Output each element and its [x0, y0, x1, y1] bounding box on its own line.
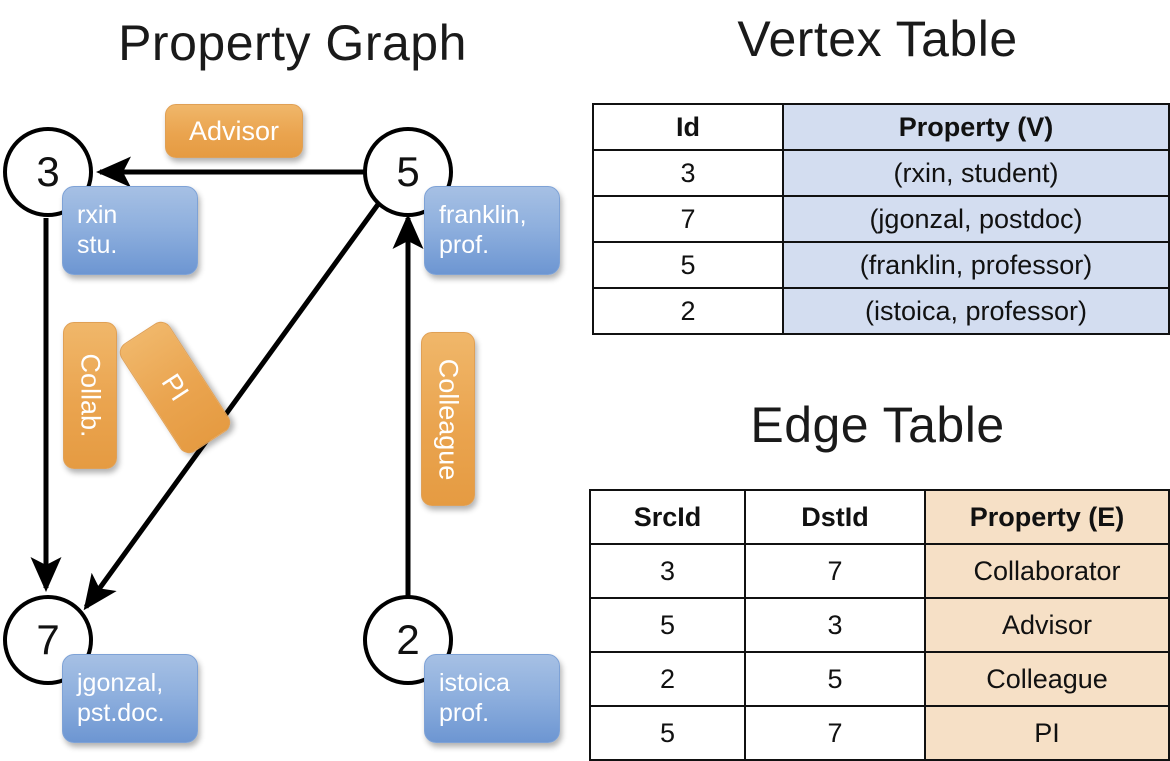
edge-cell-srcid: 2	[589, 651, 746, 707]
graph-node-5[interactable]: 5	[363, 127, 453, 217]
graph-edges-svg	[30, 156, 424, 611]
graph-node-5-label: 5	[396, 148, 420, 195]
table-row: 3 (rxin, student)	[592, 149, 1170, 197]
edge-table-header-srcid: SrcId	[589, 489, 746, 545]
page-title-vertex-table: Vertex Table	[737, 11, 1018, 67]
node-7-property-line1: jgonzal,	[77, 669, 164, 697]
graph-node-2[interactable]: 2	[363, 595, 453, 685]
vertex-table: Id Property (V) 3 (rxin, student) 7 (jgo…	[592, 103, 1170, 335]
vertex-cell-property: (rxin, student)	[782, 149, 1170, 197]
vertex-table-header-property: Property (V)	[782, 103, 1170, 151]
edge-5-to-7-pi	[83, 201, 382, 611]
edge-cell-srcid: 3	[589, 543, 746, 599]
edge-label-collaborator-text: Collab.	[75, 353, 106, 438]
edge-cell-property: Advisor	[924, 597, 1170, 653]
node-5-property-line2: prof.	[439, 230, 490, 259]
edge-label-colleague-text: Colleague	[433, 358, 464, 480]
node-5-property-line1: franklin,	[439, 201, 527, 229]
vertex-cell-id: 3	[592, 149, 784, 197]
vertex-table-header-id: Id	[592, 103, 784, 151]
edge-table: SrcId DstId Property (E) 3 7 Collaborato…	[589, 489, 1170, 761]
edge-label-advisor: Advisor	[165, 104, 303, 158]
vertex-cell-property: (franklin, professor)	[782, 241, 1170, 289]
table-row: 5 (franklin, professor)	[592, 241, 1170, 289]
graph-node-2-label: 2	[396, 616, 420, 663]
edge-table-header-dstid: DstId	[744, 489, 926, 545]
vertex-cell-id: 7	[592, 195, 784, 243]
property-graph-diagram: 3 5 7 2 rxin stu. franklin, prof. jgonza…	[0, 0, 585, 760]
table-row: 5 3 Advisor	[589, 597, 1170, 653]
edge-cell-dstid: 7	[744, 705, 926, 761]
page-title-property-graph: Property Graph	[118, 15, 467, 71]
vertex-cell-id: 5	[592, 241, 784, 289]
table-row: 5 7 PI	[589, 705, 1170, 761]
edge-cell-srcid: 5	[589, 597, 746, 653]
node-3-property-line1: rxin	[77, 201, 118, 229]
vertex-cell-property: (jgonzal, postdoc)	[782, 195, 1170, 243]
graph-node-3-label: 3	[36, 148, 60, 195]
node-2-property-box: istoica prof.	[424, 654, 560, 743]
edge-cell-dstid: 7	[744, 543, 926, 599]
edge-label-advisor-text: Advisor	[188, 115, 280, 146]
node-7-property-box: jgonzal, pst.doc.	[62, 654, 198, 743]
table-row: 2 (istoica, professor)	[592, 287, 1170, 335]
node-5-property-box: franklin, prof.	[424, 186, 560, 275]
table-row: 2 5 Colleague	[589, 651, 1170, 707]
edge-cell-property: Collaborator	[924, 543, 1170, 599]
vertex-cell-property: (istoica, professor)	[782, 287, 1170, 335]
edge-cell-srcid: 5	[589, 705, 746, 761]
edge-table-header-row: SrcId DstId Property (E)	[589, 489, 1170, 545]
node-3-property-box: rxin stu.	[62, 186, 198, 275]
table-row: 3 7 Collaborator	[589, 543, 1170, 599]
edge-table-header-property: Property (E)	[924, 489, 1170, 545]
node-7-property-line2: pst.doc.	[77, 698, 165, 727]
edge-cell-dstid: 3	[744, 597, 926, 653]
vertex-cell-id: 2	[592, 287, 784, 335]
graph-node-7-label: 7	[36, 616, 60, 663]
edge-cell-property: PI	[924, 705, 1170, 761]
node-2-property-line1: istoica	[439, 669, 510, 697]
edge-label-pi-text: PI	[155, 368, 195, 407]
node-2-property-line2: prof.	[439, 698, 490, 727]
page-title-edge-table: Edge Table	[750, 397, 1005, 453]
edge-label-collaborator: Collab.	[63, 322, 117, 469]
edge-cell-property: Colleague	[924, 651, 1170, 707]
table-row: 7 (jgonzal, postdoc)	[592, 195, 1170, 243]
edge-label-colleague: Colleague	[421, 332, 475, 506]
node-3-property-line2: stu.	[77, 230, 118, 259]
edge-cell-dstid: 5	[744, 651, 926, 707]
vertex-table-header-row: Id Property (V)	[592, 103, 1170, 151]
